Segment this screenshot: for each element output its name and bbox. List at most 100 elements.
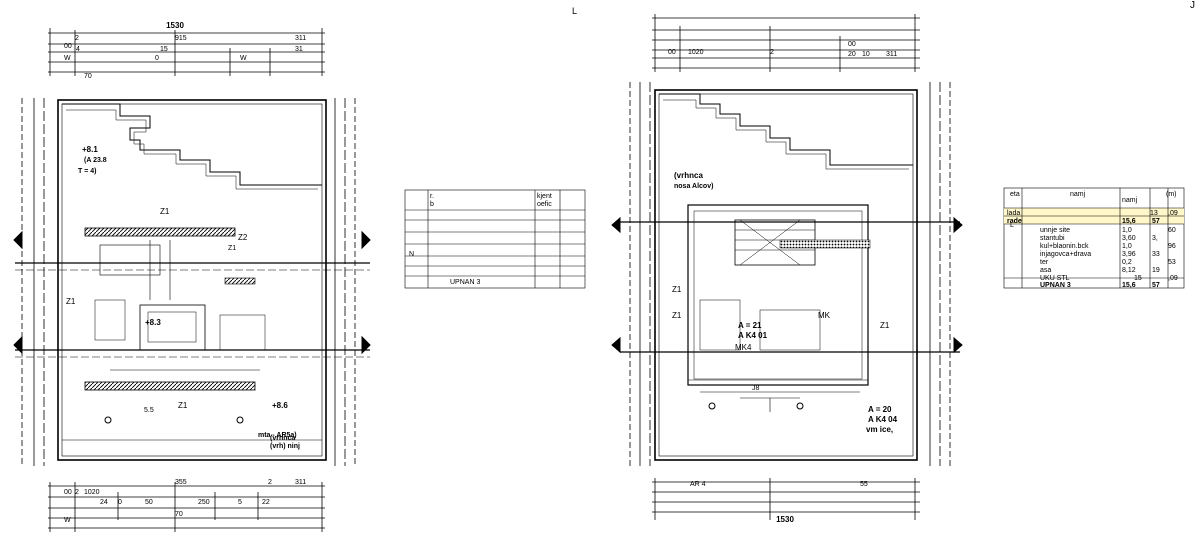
left-dimension-lines-side (21, 98, 356, 466)
right-dim-label: AR 4 (690, 481, 706, 488)
left-dim-label: 31 (295, 46, 303, 53)
right-zone-label: Z1 (672, 285, 682, 294)
left-dimension-lines-bottom (48, 482, 325, 532)
left-dim-label: 0 (118, 499, 122, 506)
right-dim-label: 2 (770, 49, 774, 56)
right-table-total-code: 57 (1152, 282, 1160, 289)
right-zone-label: MK (818, 311, 831, 320)
right-table-cell: kul+blaonin.bck (1040, 243, 1089, 250)
right-room-code: A K4 04 (868, 415, 898, 424)
right-table-cell: 3,96 (1122, 251, 1136, 258)
right-dim-label: 00 (848, 41, 856, 48)
left-dim-label: 311 (295, 479, 306, 486)
left-table-header: r. (430, 193, 434, 200)
right-table-cell: ,09 (1168, 275, 1178, 282)
left-dim-total: 1530 (166, 21, 184, 30)
right-table-cell: 19 (1152, 267, 1160, 274)
left-dim-label: 250 (198, 499, 210, 506)
left-dim-label: 915 (175, 35, 187, 42)
left-dim-label: 4 (76, 46, 80, 53)
left-level-label: +8.3 (145, 318, 161, 327)
left-table-row: N (409, 251, 414, 258)
left-zone-label: Z2 (238, 233, 248, 242)
left-dim-label: 2 (268, 479, 272, 486)
left-note: (vrh) ninj (270, 443, 300, 450)
right-table-cell: 3,60 (1122, 235, 1136, 242)
right-table-cell: stantubi (1040, 235, 1065, 242)
right-dim-total: 1530 (776, 515, 794, 524)
right-table-cell: ter (1040, 259, 1049, 266)
left-dim-label: 50 (145, 499, 153, 506)
left-note: (vrhnca (270, 435, 295, 442)
right-table-cell: 1,0 (1122, 243, 1132, 250)
right-table-cell: 0,2 (1122, 259, 1132, 266)
left-dim-label: 70 (84, 73, 92, 80)
right-dimension-lines-top (652, 14, 920, 72)
left-dim-label: 00 (64, 43, 72, 50)
left-dim-label: 70 (175, 511, 183, 518)
left-dim-label: 1020 (84, 489, 100, 496)
right-table-cell: unnje site (1040, 227, 1070, 234)
right-dimension-lines-side (629, 82, 951, 466)
right-dim-label: 55 (860, 481, 868, 488)
right-room-code: A K4 01 (738, 331, 768, 340)
right-table-cell: 53 (1168, 259, 1176, 266)
right-note: (vrhnca (674, 171, 703, 180)
left-table-header: b (430, 201, 434, 208)
left-note: (A 23.8 (84, 157, 107, 164)
left-dim-label: W (64, 517, 71, 524)
right-dim-label: 311 (886, 51, 897, 58)
left-table-header: oefic (537, 201, 552, 208)
left-dim-label: 22 (262, 499, 270, 506)
right-table-cell: 1,0 (1122, 227, 1132, 234)
left-dim-label: 24 (100, 499, 108, 506)
right-table-cell: 15 (1134, 275, 1142, 282)
right-dim-label: 20 (848, 51, 856, 58)
right-floor-plan (611, 14, 963, 520)
left-dim-label: 2 (75, 489, 79, 496)
right-zone-label: MK4 (735, 343, 752, 352)
left-dim-label: 355 (175, 479, 187, 486)
right-table-total-label: UPNAN 3 (1040, 282, 1071, 289)
left-zone-label: Z1 (228, 245, 236, 252)
right-table-cell: L (1010, 222, 1014, 229)
left-schedule-table (404, 189, 586, 289)
right-zone-label: Z1 (880, 321, 890, 330)
right-table-cell: 3, (1152, 235, 1158, 242)
left-level-label: +8.6 (272, 401, 288, 410)
right-table-header: namj (1122, 197, 1138, 204)
left-dim-label: W (240, 55, 247, 62)
corner-mark: J (1190, 0, 1195, 11)
right-note: nosa Alcov) (674, 183, 713, 190)
right-dimension-lines-bottom (652, 478, 920, 520)
left-zone-label: Z1 (66, 297, 76, 306)
left-dim-label: 0 (155, 55, 159, 62)
right-table-cell: injagovca+drava (1040, 251, 1091, 258)
left-dim-label: 15 (160, 46, 168, 53)
right-zone-label: J8 (752, 385, 760, 392)
right-schedule-table (1003, 187, 1185, 289)
right-table-header: namj (1070, 191, 1086, 198)
right-table-cell: 60 (1168, 227, 1176, 234)
right-table-header: eta (1010, 191, 1020, 198)
left-floor-plan (13, 28, 371, 532)
right-dim-label: 00 (668, 49, 676, 56)
left-level-label: +8.1 (82, 145, 98, 154)
left-zone-label: Z1 (160, 207, 170, 216)
left-table-total: UPNAN 3 (450, 279, 480, 286)
right-table-cell: lada (1007, 210, 1020, 217)
right-table-cell: ,09 (1168, 210, 1178, 217)
right-dim-label: 10 (862, 51, 870, 58)
right-table-total-value: 15,6 (1122, 282, 1136, 289)
left-zone-label: Z1 (178, 401, 188, 410)
left-dim-label: 2 (75, 35, 79, 42)
right-table-cell: 8,12 (1122, 267, 1136, 274)
right-table-cell: 96 (1168, 243, 1176, 250)
right-table-cell: UKU STL (1040, 275, 1070, 282)
left-table-header: kjent (537, 193, 552, 200)
right-table-cell: 33 (1152, 251, 1160, 258)
right-zone-label: Z1 (672, 311, 682, 320)
left-dim-label: 5 (238, 499, 242, 506)
left-dimension-lines-top (48, 28, 325, 76)
